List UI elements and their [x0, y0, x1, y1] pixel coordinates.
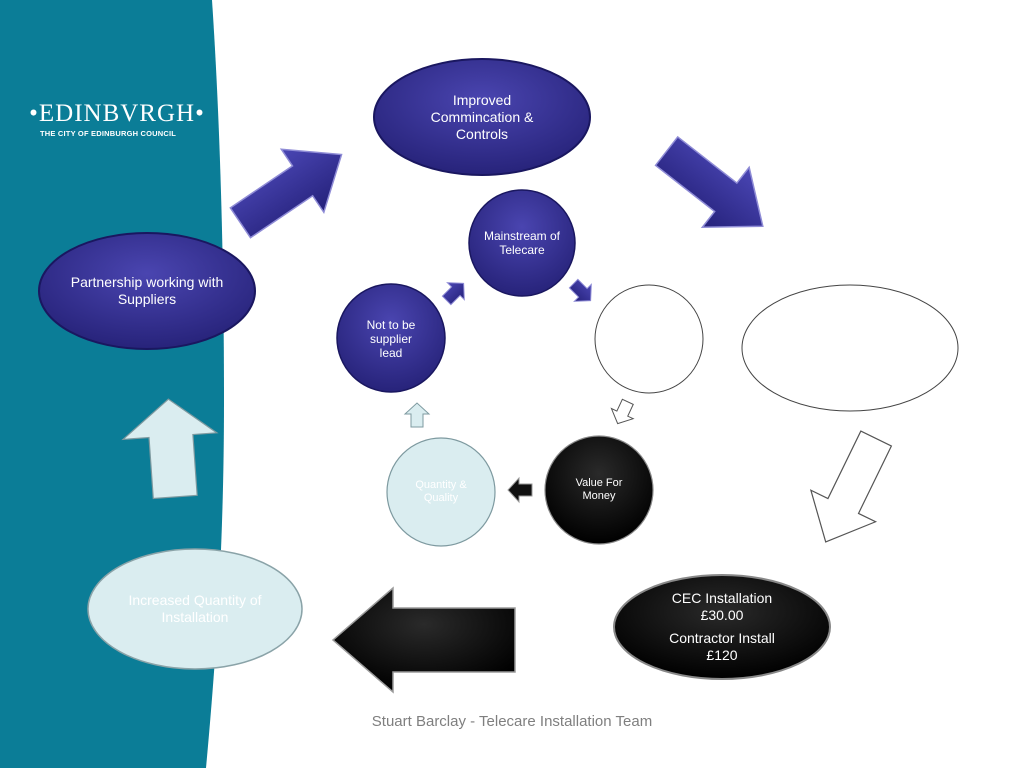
- edinburgh-logo: •EDINBVRGH• THE CITY OF EDINBURGH COUNCI…: [22, 100, 212, 138]
- cycle-arrow-up-light: [403, 402, 431, 428]
- node-quantity: Quantity & Quality: [401, 476, 481, 508]
- logo-subtitle: THE CITY OF EDINBURGH COUNCIL: [40, 129, 177, 138]
- node-increased: Increased Quantity of Installation: [120, 584, 270, 634]
- node-supplier-label: Not to be supplier lead: [366, 318, 416, 360]
- node-increased-shape: [87, 548, 303, 670]
- node-partnership-label: Partnership working with Suppliers: [70, 274, 224, 307]
- cycle-arrow-down-outline: [610, 398, 635, 425]
- arrow-down-left-outline: [809, 430, 893, 543]
- node-cost-line2: Contractor Install £120: [669, 630, 775, 663]
- node-blank-ellipse: [790, 333, 910, 363]
- arrow-left-black: [331, 586, 516, 694]
- node-improved-label: Improved Commincation & Controls: [430, 91, 534, 142]
- node-partnership: Partnership working with Suppliers: [70, 266, 224, 316]
- arrow-down-right: [654, 135, 764, 229]
- node-quantity-label: Quantity & Quality: [415, 479, 467, 504]
- node-mainstream: Mainstream of Telecare: [482, 224, 562, 262]
- node-value: Value For Money: [562, 474, 636, 506]
- node-supplier-shape: [336, 283, 446, 393]
- cycle-arrow-down-right: [568, 278, 592, 302]
- node-blank-circle-shape: [594, 284, 704, 394]
- node-supplier: Not to be supplier lead: [358, 316, 424, 362]
- node-increased-label: Increased Quantity of Installation: [128, 592, 262, 625]
- cycle-arrow-up-right: [441, 282, 465, 306]
- node-cost: CEC Installation £30.00 Contractor Insta…: [650, 588, 794, 666]
- node-blank-circle: [610, 324, 688, 354]
- node-mainstream-shape: [468, 189, 576, 297]
- node-partnership-shape: [38, 232, 256, 350]
- node-improved-shape: [373, 58, 591, 176]
- footer-credit: Stuart Barclay - Telecare Installation T…: [371, 713, 653, 730]
- arrow-up-light: [121, 398, 219, 500]
- node-quantity-shape: [386, 437, 496, 547]
- node-blank-ellipse-shape: [741, 284, 959, 412]
- node-cost-shape: [613, 574, 831, 680]
- logo-wordmark: •EDINBVRGH•: [29, 100, 205, 127]
- arrow-up-right: [229, 148, 343, 239]
- cycle-arrow-left-black: [507, 476, 533, 504]
- node-improved: Improved Commincation & Controls: [410, 86, 554, 148]
- node-value-shape: [544, 435, 654, 545]
- node-value-label: Value For Money: [575, 477, 623, 502]
- node-cost-line1: CEC Installation £30.00: [671, 590, 773, 623]
- node-mainstream-label: Mainstream of Telecare: [483, 229, 561, 257]
